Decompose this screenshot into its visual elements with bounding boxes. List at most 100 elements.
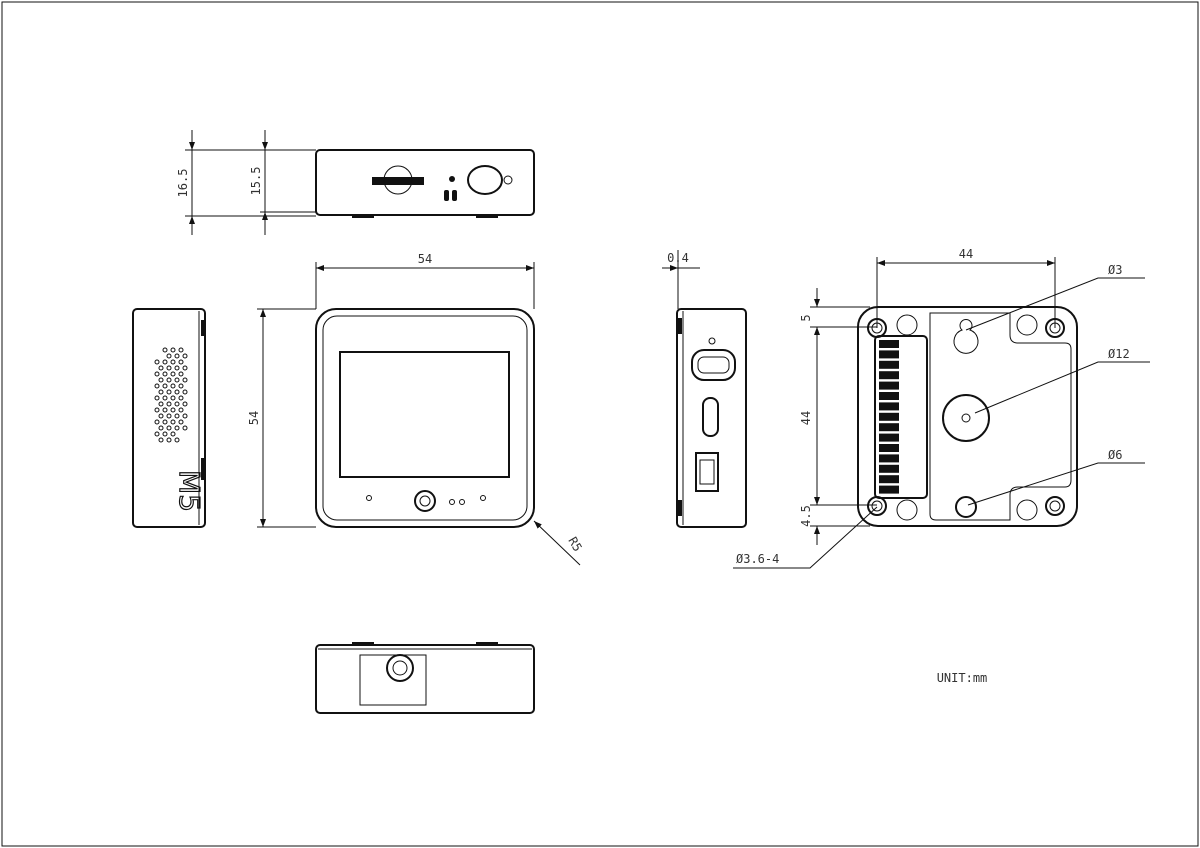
dim-center-dia: Ø12	[1108, 347, 1130, 361]
speaker-hole	[158, 425, 164, 431]
usb-c-port	[702, 397, 719, 437]
dim-total-height: 16.5	[176, 169, 190, 198]
speaker-hole	[170, 347, 176, 353]
speaker-hole	[158, 389, 164, 395]
speaker-hole	[170, 359, 176, 365]
speaker-hole	[182, 353, 188, 359]
header-pin	[879, 475, 899, 484]
speaker-hole	[178, 407, 184, 413]
speaker-hole	[170, 407, 176, 413]
speaker-hole	[166, 401, 172, 407]
dim-body-height: 15.5	[249, 167, 263, 196]
speaker-hole	[162, 359, 168, 365]
pin-header	[874, 335, 928, 499]
speaker-hole	[154, 431, 160, 437]
header-pin	[879, 371, 899, 380]
bottom-view	[315, 642, 535, 714]
speaker-hole	[162, 419, 168, 425]
speaker-hole	[178, 419, 184, 425]
speaker-grille	[154, 347, 188, 443]
speaker-hole	[162, 407, 168, 413]
speaker-hole	[174, 377, 180, 383]
speaker-hole	[162, 383, 168, 389]
speaker-hole	[174, 401, 180, 407]
dim-width: 54	[418, 252, 432, 266]
speaker-hole	[170, 383, 176, 389]
speaker-hole	[154, 395, 160, 401]
right-side-view: 0.4	[662, 250, 747, 528]
speaker-hole	[166, 389, 172, 395]
speaker-hole	[170, 431, 176, 437]
speaker-hole	[170, 419, 176, 425]
dim-lower-dia: Ø6	[1108, 448, 1122, 462]
header-pin	[879, 360, 899, 369]
speaker-hole	[162, 371, 168, 377]
speaker-hole	[178, 383, 184, 389]
dim-hole-spacing-x: 44	[959, 247, 973, 261]
screen	[339, 351, 510, 478]
speaker-hole	[174, 365, 180, 371]
speaker-hole	[182, 389, 188, 395]
speaker-hole	[178, 359, 184, 365]
speaker-hole	[158, 437, 164, 443]
header-pin	[879, 433, 899, 442]
header-pin	[879, 402, 899, 411]
speaker-hole	[178, 371, 184, 377]
header-pin	[879, 444, 899, 452]
grove-port	[695, 452, 719, 492]
left-side-view: M5	[132, 308, 207, 528]
speaker-hole	[174, 413, 180, 419]
speaker-hole	[154, 419, 160, 425]
speaker-hole	[174, 437, 180, 443]
speaker-hole	[158, 365, 164, 371]
dim-keyhole-dia: Ø3	[1108, 263, 1122, 277]
header-pin	[879, 340, 899, 348]
speaker-hole	[166, 413, 172, 419]
speaker-hole	[154, 383, 160, 389]
header-pin	[879, 412, 899, 421]
dim-bottom-offset: 4.5	[799, 505, 813, 527]
speaker-hole	[174, 353, 180, 359]
speaker-hole	[174, 389, 180, 395]
speaker-hole	[170, 395, 176, 401]
speaker-hole	[154, 371, 160, 377]
speaker-hole	[166, 437, 172, 443]
speaker-hole	[182, 425, 188, 431]
sd-card-slot	[372, 177, 424, 185]
dim-height: 54	[247, 411, 261, 425]
speaker-hole	[174, 425, 180, 431]
dim-top-offset: 5	[799, 314, 813, 321]
header-pin	[879, 423, 899, 432]
dim-hole-spacing-y: 44	[799, 411, 813, 425]
header-pin	[879, 454, 899, 463]
speaker-hole	[182, 401, 188, 407]
top-view: 16.5 15.5	[176, 130, 535, 235]
speaker-hole	[154, 407, 160, 413]
unit-label: UNIT:mm	[937, 671, 988, 685]
speaker-hole	[178, 347, 184, 353]
header-pin	[879, 350, 899, 359]
keyhole	[953, 319, 979, 354]
speaker-hole	[158, 401, 164, 407]
speaker-hole	[166, 353, 172, 359]
front-view: 54 54 R5	[247, 252, 585, 566]
speaker-hole	[166, 365, 172, 371]
header-pin	[879, 381, 899, 390]
dim-corner-radius: R5	[565, 535, 584, 555]
header-pin	[879, 485, 899, 494]
speaker-hole	[166, 425, 172, 431]
speaker-hole	[182, 365, 188, 371]
speaker-hole	[158, 413, 164, 419]
speaker-hole	[166, 377, 172, 383]
speaker-hole	[170, 371, 176, 377]
speaker-hole	[182, 377, 188, 383]
speaker-hole	[162, 347, 168, 353]
speaker-hole	[162, 395, 168, 401]
speaker-hole	[178, 395, 184, 401]
speaker-hole	[162, 431, 168, 437]
m5-logo: M5	[173, 470, 206, 512]
dim-mount-dia: Ø3.6-4	[736, 552, 779, 566]
power-button	[467, 165, 503, 195]
